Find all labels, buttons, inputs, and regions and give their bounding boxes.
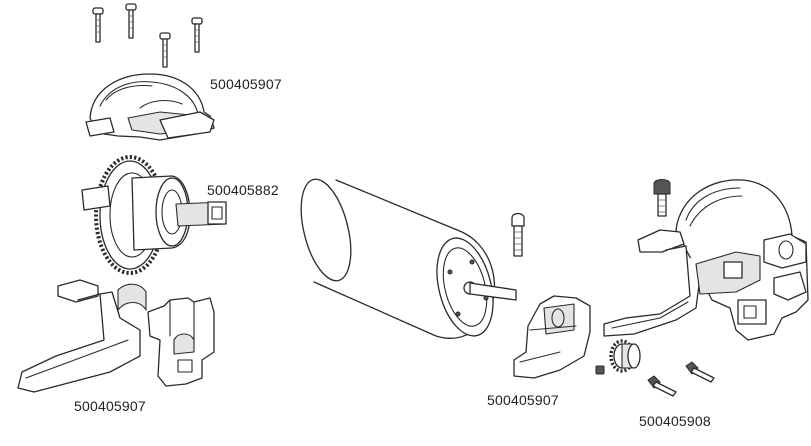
- assembled-gearbox: [603, 179, 809, 341]
- pinion-gear-icon: [595, 339, 641, 375]
- screw-icon: [653, 179, 671, 217]
- spur-gear-assembly: [81, 155, 227, 275]
- lower-gearbox-mount: [17, 279, 215, 393]
- screw-group-top: [92, 3, 203, 68]
- screw-icon: [685, 361, 715, 383]
- screw-icon: [125, 3, 137, 39]
- screw-icon: [511, 212, 525, 257]
- motor-mount-plate: [513, 295, 591, 379]
- part-number-spur-gear: 500405882: [207, 182, 279, 198]
- part-number-motor-mount-plate: 500405907: [487, 392, 559, 408]
- gear-cover-top: [85, 73, 215, 141]
- part-number-pinion-screws: 500405908: [639, 413, 711, 429]
- motor-icon: [300, 178, 517, 339]
- screw-icon: [159, 32, 171, 68]
- screw-icon: [92, 7, 104, 43]
- screw-icon: [647, 375, 677, 397]
- part-number-top-cover: 500405907: [210, 76, 282, 92]
- part-number-lower-mount: 500405907: [74, 398, 146, 414]
- screw-icon: [191, 17, 203, 53]
